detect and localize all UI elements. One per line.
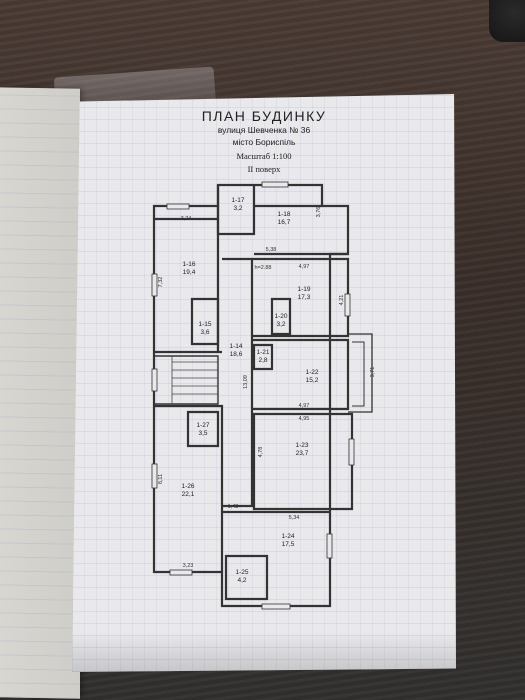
- dim-h-2-88: h=2.88: [255, 265, 272, 271]
- dim-8-11: 8,11: [158, 474, 164, 484]
- room-1-15-area: 3,6: [200, 329, 209, 336]
- document-title: ПЛАН БУДИНКУ: [201, 108, 327, 124]
- room-1-22-id: 1-22: [305, 369, 318, 376]
- page-grid: [72, 94, 456, 672]
- windows: [151, 181, 355, 610]
- room-1-26-id: 1-26: [181, 483, 194, 490]
- room-1-26-area: 22,1: [182, 491, 195, 498]
- room-1-23-id: 1-23: [295, 442, 308, 449]
- dim-7-32: 7,32: [158, 277, 164, 288]
- dim-4-21: 4,21: [339, 295, 345, 306]
- room-1-25-area: 4,2: [237, 577, 246, 584]
- page-shadow: [72, 632, 456, 672]
- dark-object-corner: [489, 0, 525, 42]
- dim-4-95: 4,95: [299, 416, 310, 422]
- floor-plan-svg: 1-17 3,2 1-18 16,7 1-16 19,4 1-15 3,6 1-…: [151, 181, 376, 610]
- underlying-page: [0, 87, 80, 699]
- room-1-21-id: 1-21: [256, 349, 269, 356]
- floor-plan-drawing: 1-17 3,2 1-18 16,7 1-16 19,4 1-15 3,6 1-…: [72, 94, 456, 672]
- room-1-21-area: 2,8: [258, 357, 267, 364]
- room-1-19-area: 17,3: [298, 294, 311, 301]
- room-1-19-id: 1-19: [297, 286, 310, 293]
- room-labels: 1-17 3,2 1-18 16,7 1-16 19,4 1-15 3,6 1-…: [181, 197, 318, 584]
- dim-3-71: 3,71: [370, 367, 376, 378]
- room-1-15-id: 1-15: [198, 321, 211, 328]
- room-1-14-id: 1-14: [229, 343, 242, 350]
- room-1-16-id: 1-16: [182, 261, 195, 268]
- room-1-20-area: 3,2: [276, 321, 285, 328]
- document-scale: Масштаб 1:100: [236, 151, 292, 161]
- dim-4-97-top: 4,97: [299, 264, 310, 270]
- document-city: місто Бориспіль: [232, 137, 296, 147]
- room-1-20-id: 1-20: [274, 313, 287, 320]
- room-1-17-area: 3,2: [233, 205, 242, 212]
- dim-3-23: 3,23: [183, 563, 194, 569]
- dimension-labels: 3,76 3,24 5,38 7,32 h=2.88 4,97 4,21 13,…: [158, 207, 376, 569]
- room-1-18-area: 16,7: [278, 219, 291, 226]
- room-1-18-id: 1-18: [277, 211, 290, 218]
- dim-4-97-mid: 4,97: [299, 403, 310, 409]
- room-1-17-id: 1-17: [231, 197, 244, 204]
- dim-3-76: 3,76: [316, 207, 322, 218]
- room-1-22-area: 15,2: [306, 377, 319, 384]
- dim-13-09: 13,09: [243, 375, 249, 389]
- room-1-14-area: 18,6: [230, 351, 243, 358]
- document-address: вулиця Шевченка № 36: [217, 125, 311, 135]
- room-1-16-area: 19,4: [183, 269, 196, 276]
- dim-3-24: 3,24: [181, 216, 192, 222]
- dim-1-43: 1,43: [228, 504, 239, 510]
- room-1-25-id: 1-25: [235, 569, 248, 576]
- document-floor: II поверх: [247, 164, 281, 174]
- walls: [152, 183, 373, 608]
- room-1-23-area: 23,7: [296, 450, 309, 457]
- room-1-24-id: 1-24: [281, 533, 294, 540]
- dim-5-34: 5,34: [289, 515, 300, 521]
- dim-4-78: 4,78: [258, 447, 264, 458]
- dim-5-38: 5,38: [266, 247, 277, 253]
- floor-plan-page: ПЛАН БУДИНКУ вулиця Шевченка № 36 місто …: [72, 94, 456, 672]
- stair-treads: [171, 356, 218, 404]
- room-1-27-id: 1-27: [196, 422, 209, 429]
- room-1-24-area: 17,5: [282, 541, 295, 548]
- room-1-27-area: 3,5: [198, 430, 207, 437]
